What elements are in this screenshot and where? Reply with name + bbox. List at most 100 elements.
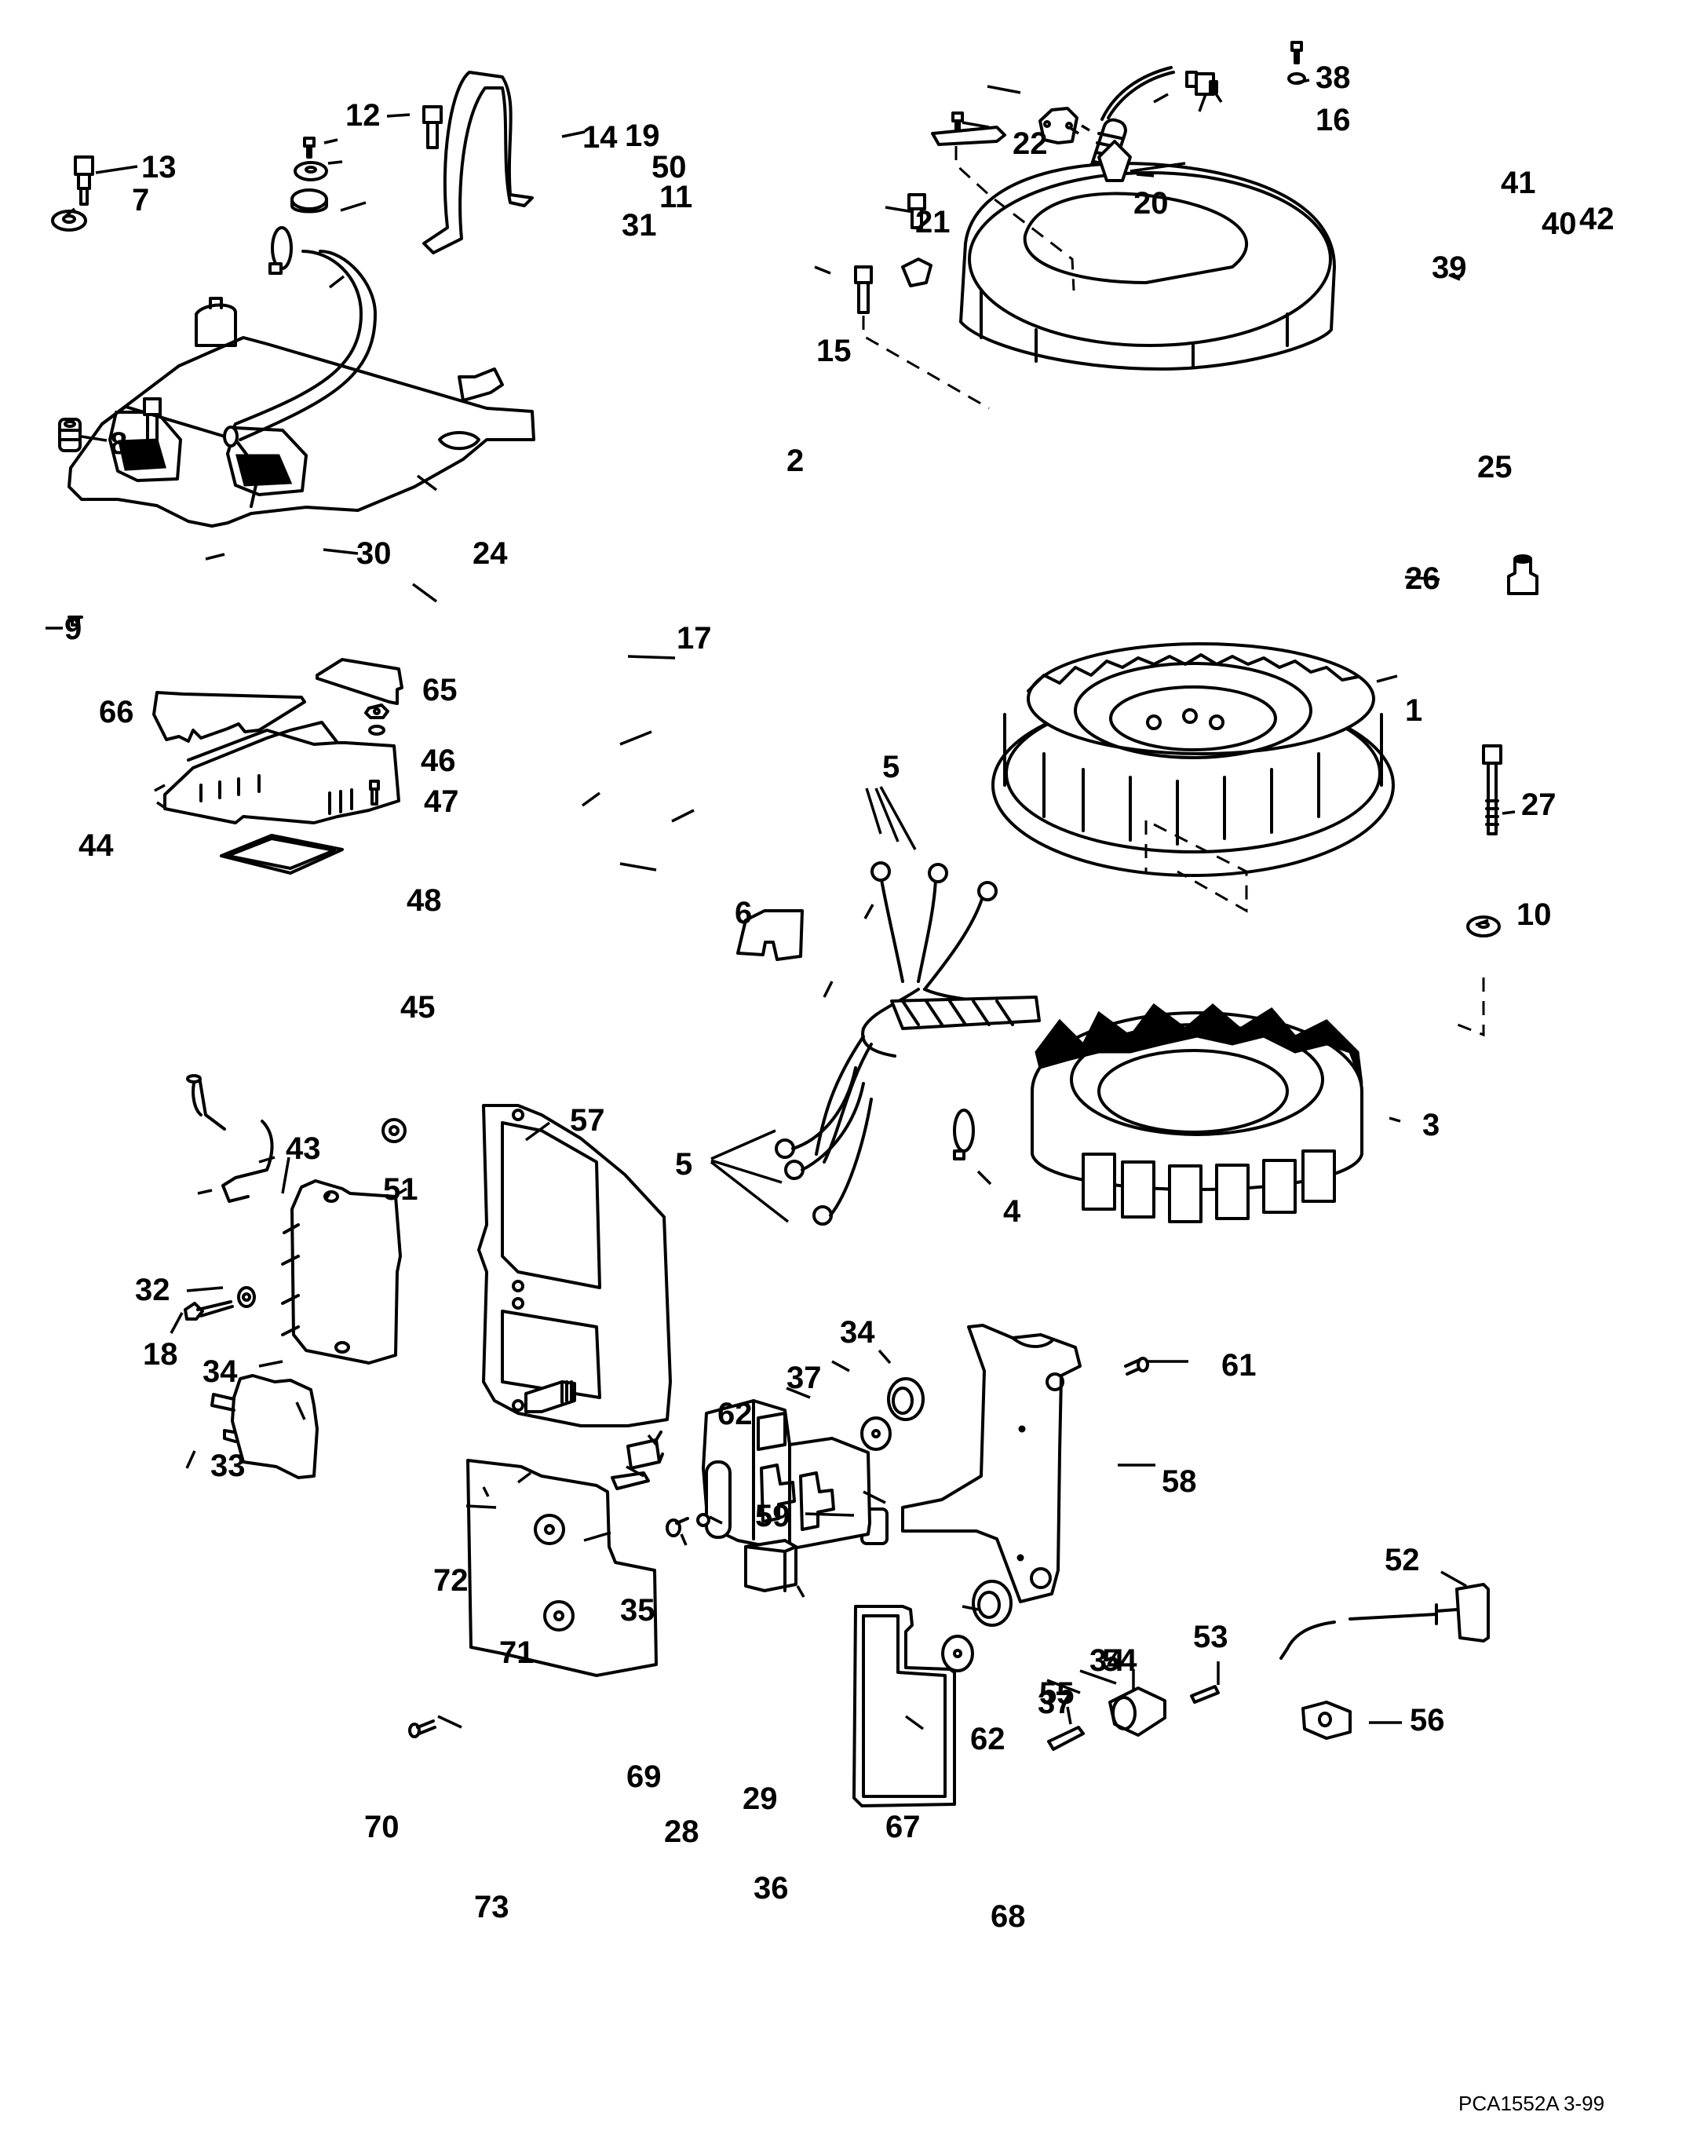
callout-29: 29 [743, 1781, 778, 1816]
callout-9: 9 [64, 612, 82, 646]
part-37-washer-lower [941, 1635, 974, 1672]
callout-53: 53 [1193, 1620, 1228, 1654]
callout-30: 30 [356, 536, 392, 571]
callout-50: 50 [651, 150, 687, 185]
callout-19: 19 [625, 119, 660, 153]
callout-44: 44 [78, 828, 114, 863]
part-11-grommet [290, 188, 328, 214]
callout-28: 28 [664, 1814, 699, 1849]
callout-32: 32 [135, 1273, 170, 1307]
callout-1: 1 [1405, 693, 1422, 728]
part-36-relay [744, 1539, 797, 1592]
part-4-cable-tie [953, 1109, 975, 1160]
callout-43: 43 [286, 1131, 321, 1166]
callout-65: 65 [422, 673, 458, 707]
callout-71: 71 [499, 1635, 535, 1670]
callout-7: 7 [132, 183, 149, 217]
callout-59: 59 [755, 1499, 790, 1533]
callout-56: 56 [1410, 1703, 1445, 1738]
part-32-washer [237, 1286, 256, 1308]
part-14-bracket [422, 71, 534, 254]
part-42-terminal [1209, 80, 1218, 94]
part-31-clamp [268, 226, 293, 275]
callout-24: 24 [473, 536, 508, 571]
part-33-ignition-coil [210, 1374, 319, 1479]
leader-lines [46, 79, 1516, 1730]
callout-22: 22 [1013, 126, 1048, 161]
callout-73: 73 [474, 1890, 509, 1924]
part-13-screw [74, 155, 94, 206]
part-69-fuse-box-cover [705, 1460, 732, 1539]
callout-36: 36 [754, 1871, 789, 1906]
part-68-seal [852, 1605, 956, 1807]
part-17-hose [223, 250, 377, 448]
callout-40: 40 [1542, 206, 1577, 241]
callout-72: 72 [433, 1563, 469, 1598]
callout-18: 18 [143, 1337, 178, 1372]
callout-17: 17 [677, 621, 712, 656]
callout-46: 46 [421, 744, 456, 778]
callout-5-upper: 5 [882, 750, 900, 784]
part-2-screw [854, 265, 873, 314]
callout-27: 27 [1521, 787, 1557, 822]
part-48-screw [369, 780, 380, 806]
callout-67: 67 [885, 1810, 921, 1844]
part-66-cover [152, 691, 306, 743]
callout-34-grommet-lower: 34 [1089, 1643, 1125, 1678]
date-code: 3-99 [1564, 2092, 1604, 2115]
part-58-bracket [901, 1324, 1082, 1603]
part-25-flywheel-cover [901, 140, 1336, 371]
callout-38: 38 [1316, 60, 1351, 95]
callout-47: 47 [424, 784, 459, 819]
callout-35: 35 [620, 1593, 655, 1628]
part-51-lock-washer [381, 1118, 407, 1143]
part-12-screw [422, 105, 443, 149]
alignment-line-washer-10 [1457, 978, 1485, 1037]
part-54-connector [1108, 1686, 1166, 1737]
callout-52: 52 [1385, 1543, 1420, 1577]
callout-41: 41 [1501, 166, 1536, 200]
callout-66: 66 [99, 695, 134, 729]
part-37-washer-upper [860, 1416, 892, 1451]
callout-54: 54 [1102, 1643, 1137, 1678]
reference-code: PCA1552A [1458, 2092, 1560, 2115]
callout-31: 31 [622, 208, 657, 243]
callout-42: 42 [1579, 202, 1615, 236]
callout-33: 33 [210, 1449, 246, 1483]
part-53-terminal [1190, 1685, 1220, 1704]
callout-5-lower: 5 [675, 1147, 692, 1182]
part-7-washer [51, 210, 87, 232]
callout-14: 14 [582, 120, 618, 155]
part-27-flywheel-bolt [1482, 744, 1502, 835]
alignment-line-screw-2 [862, 316, 990, 410]
callout-51: 51 [383, 1172, 418, 1207]
callout-48: 48 [407, 883, 442, 918]
callout-4: 4 [1003, 1194, 1021, 1229]
callout-70: 70 [364, 1810, 400, 1844]
part-61-screw [1124, 1357, 1149, 1376]
part-26-spacer [1507, 554, 1538, 595]
part-70-cover [466, 1459, 658, 1677]
part-9-rivet [68, 616, 83, 627]
callout-26: 26 [1405, 561, 1440, 596]
callout-62-upper: 62 [717, 1397, 753, 1431]
callout-13: 13 [141, 150, 177, 185]
callout-62-lower: 62 [970, 1722, 1005, 1756]
callout-45: 45 [400, 990, 436, 1025]
part-73-screw [408, 1719, 436, 1738]
part-34-grommet-lower [972, 1580, 1013, 1627]
alignment-line-timing-pointer [954, 146, 1075, 291]
part-43-spark-plug-lead [186, 1074, 274, 1203]
part-1-flywheel [991, 642, 1395, 877]
callout-69: 69 [626, 1760, 662, 1794]
part-19-screw [303, 137, 316, 159]
part-46-nut [364, 703, 389, 719]
part-47-washer [368, 725, 385, 736]
callout-25: 25 [1477, 450, 1513, 484]
callout-68: 68 [991, 1899, 1026, 1934]
part-10-washer [1466, 915, 1501, 937]
part-41-seal [1185, 71, 1198, 88]
part-30-screw [143, 397, 162, 459]
callout-8: 8 [110, 426, 127, 461]
part-24-electronic-control-module [68, 297, 535, 528]
